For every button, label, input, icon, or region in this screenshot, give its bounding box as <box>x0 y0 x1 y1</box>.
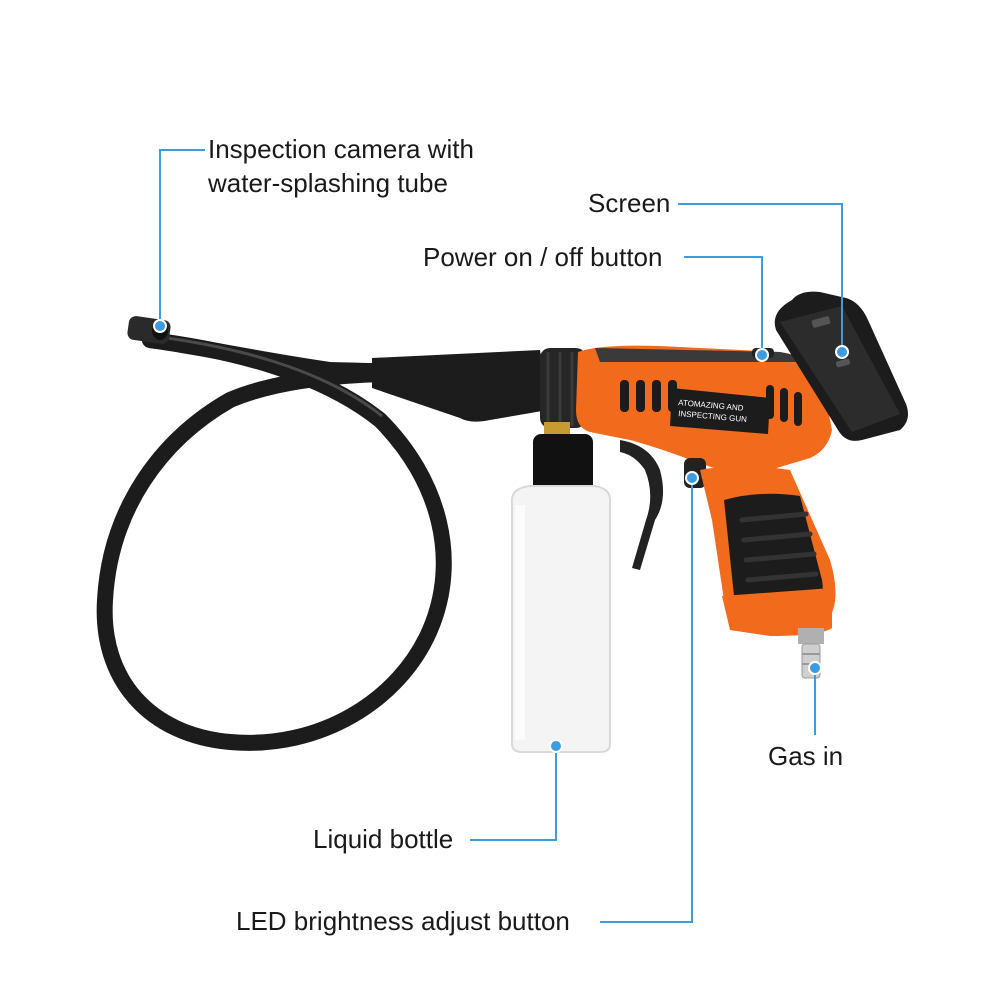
screen-unit <box>774 291 908 441</box>
leader-camera <box>159 149 205 320</box>
leader-dots <box>153 319 849 753</box>
leader-power <box>684 256 763 355</box>
trigger <box>620 440 664 570</box>
nozzle-sleeve <box>372 348 586 428</box>
callout-camera: Inspection camera with water-splashing t… <box>208 132 474 200</box>
liquid-bottle <box>511 422 611 753</box>
callout-power: Power on / off button <box>423 242 663 272</box>
callout-led: LED brightness adjust button <box>236 906 570 936</box>
grip <box>700 466 836 636</box>
leader-screen <box>678 203 843 352</box>
leader-bottle <box>470 746 557 841</box>
callout-screen: Screen <box>588 188 671 218</box>
callout-bottle: Liquid bottle <box>313 824 454 854</box>
callout-camera-line2: water-splashing tube <box>208 168 448 198</box>
gun-body: ATOMAZING AND INSPECTING GUN <box>576 345 832 488</box>
callout-gas: Gas in <box>768 741 844 771</box>
leader-lines <box>159 149 843 923</box>
callout-camera-line1: Inspection camera with <box>208 134 474 164</box>
leader-led <box>600 478 693 923</box>
